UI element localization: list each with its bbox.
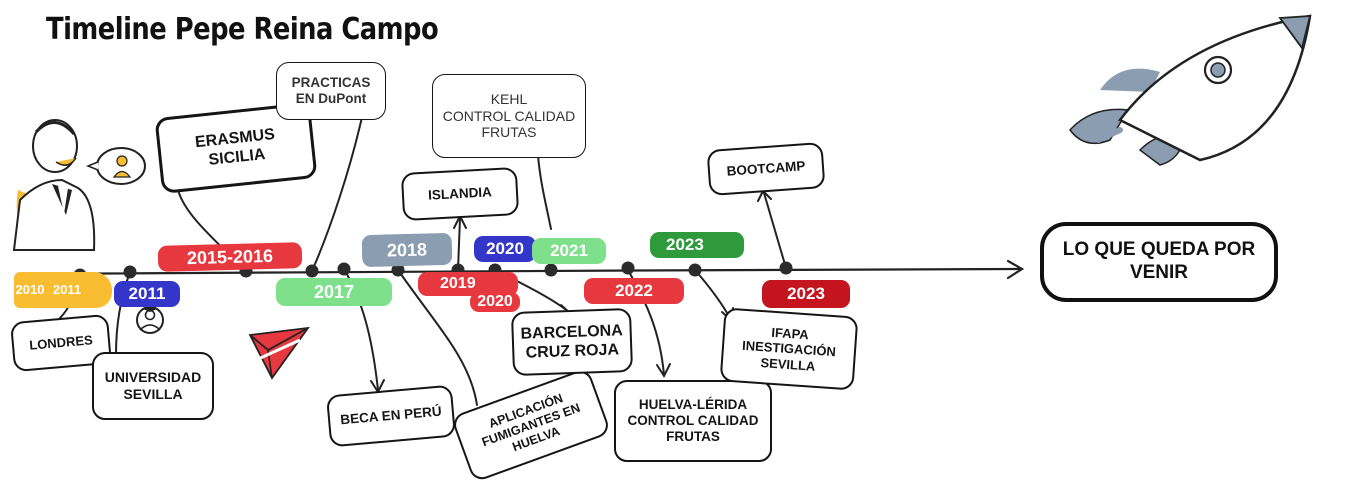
year-tag-2023-red: 2023 bbox=[762, 280, 850, 308]
year-tag-2011-yellow: 2011 bbox=[52, 281, 82, 297]
event-huelva-lerida: HUELVA-LÉRIDA CONTROL CALIDAD FRUTAS bbox=[614, 380, 772, 462]
year-tag-2022: 2022 bbox=[584, 278, 684, 304]
year-tag-2021: 2021 bbox=[532, 238, 606, 264]
year-tag-2020-red: 2020 bbox=[470, 292, 520, 312]
year-tag-2017: 2017 bbox=[276, 278, 392, 306]
year-tag-2015-2016: 2015-2016 bbox=[157, 242, 303, 272]
timeline-axis bbox=[19, 267, 1021, 276]
paper-plane-icon bbox=[248, 326, 310, 380]
event-ifapa-sevilla: IFAPA INESTIGACIÓN SEVILLA bbox=[719, 307, 859, 391]
year-tag-2010-2011 bbox=[14, 272, 112, 308]
year-tag-2018: 2018 bbox=[361, 232, 453, 268]
event-kehl-control-calidad: KEHL CONTROL CALIDAD FRUTAS bbox=[432, 74, 586, 158]
rocket-icon bbox=[1069, 14, 1312, 166]
event-practicas-dupont: PRACTICAS EN DuPont bbox=[276, 62, 386, 120]
page-title: Timeline Pepe Reina Campo bbox=[46, 12, 439, 47]
event-islandia: ISLANDIA bbox=[400, 166, 520, 222]
year-tag-2020-blue: 2020 bbox=[474, 236, 536, 262]
arrow-right-icon bbox=[1006, 259, 1025, 280]
year-tag-2023-green: 2023 bbox=[650, 232, 744, 258]
graduate-icon bbox=[136, 305, 164, 334]
event-bootcamp: BOOTCAMP bbox=[706, 142, 826, 196]
year-tag-2011-blue: 2011 bbox=[114, 281, 180, 307]
event-future: LO QUE QUEDA POR VENIR bbox=[1040, 222, 1278, 302]
man-with-speech-bubble-icon bbox=[12, 119, 146, 251]
event-beca-peru: BECA EN PERÚ bbox=[325, 384, 457, 448]
event-barcelona-cruz-roja: BARCELONA CRUZ ROJA bbox=[510, 307, 634, 377]
event-universidad-sevilla: UNIVERSIDAD SEVILLA bbox=[92, 352, 214, 420]
year-tag-2010: 2010 bbox=[15, 281, 45, 297]
